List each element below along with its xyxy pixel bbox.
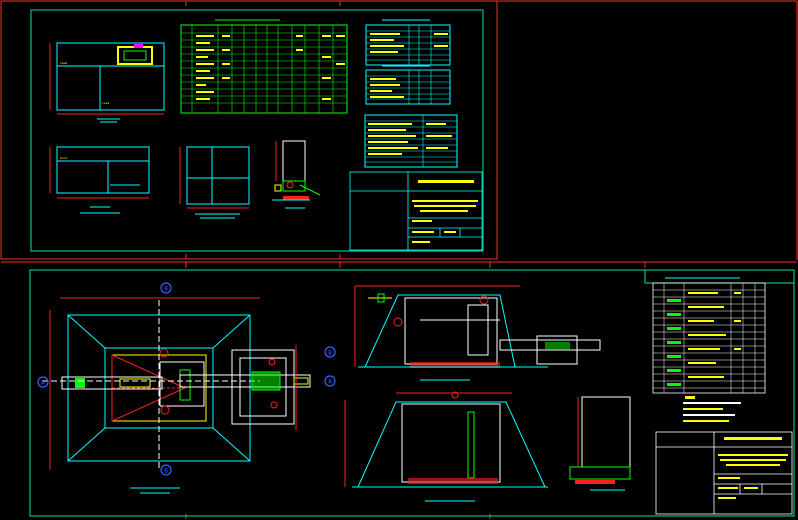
- sheet-1-frame: [30, 9, 484, 252]
- section-marker-left: A: [37, 376, 49, 388]
- svg-text:B: B: [328, 350, 332, 357]
- svg-text:A: A: [328, 379, 332, 386]
- svg-text:muro: muro: [60, 156, 67, 160]
- sheet1-title-block: [349, 171, 483, 251]
- sheet1-table-3: [365, 65, 451, 105]
- sheet2-section-a: [354, 285, 601, 381]
- sheet-2-frame: [29, 269, 795, 517]
- sheet1-section-view: [179, 146, 250, 219]
- svg-text:tapa: tapa: [60, 61, 67, 65]
- sheet2-legend-table: [652, 277, 766, 394]
- svg-text:A: A: [41, 380, 45, 387]
- sheet1-title-text: [412, 180, 478, 243]
- section-marker-right: A: [324, 375, 336, 387]
- sheet-1-border: [0, 0, 498, 260]
- valve-box-plan: [179, 345, 311, 430]
- sheet1-table-2: [365, 19, 451, 66]
- svg-text:losa: losa: [102, 101, 109, 105]
- sheet1-detail-view: [272, 140, 321, 209]
- sheet2-plan-view: [42, 297, 260, 494]
- sheet2-title-block: [655, 431, 793, 515]
- sheet2-notes: [683, 396, 741, 422]
- svg-text:B: B: [164, 286, 168, 293]
- sheet-borders: [0, 0, 798, 263]
- sheet2-title-text: [718, 437, 788, 499]
- sheet1-top-view: tapa losa: [49, 42, 165, 123]
- sheet1-table-4: [364, 114, 458, 168]
- svg-text:B: B: [164, 468, 168, 475]
- section-marker-top: B: [160, 282, 172, 294]
- section-marker-bottom: B: [160, 464, 172, 476]
- sheet2-detail: [569, 396, 631, 491]
- sheet1-middle-view: muro: [49, 146, 150, 214]
- section-marker-mid: B: [324, 346, 336, 358]
- section-markers: B A B A B: [37, 282, 336, 476]
- sheet1-schedule-table: [180, 19, 348, 114]
- sheet2-section-b: [344, 391, 548, 502]
